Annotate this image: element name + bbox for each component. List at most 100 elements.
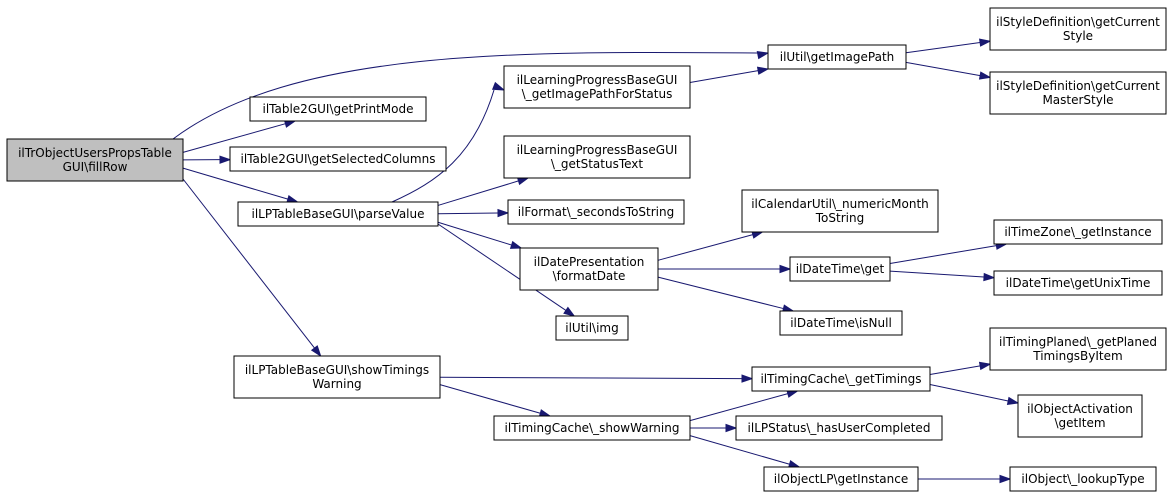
node-box [789, 256, 891, 282]
node-has-user-completed[interactable]: ilLPStatus\_hasUserCompleted [735, 415, 943, 441]
arrowhead [497, 208, 510, 218]
node-label: ToString [815, 211, 864, 225]
node-dt-is-null[interactable]: ilDateTime\isNull [779, 310, 903, 336]
node-box [993, 270, 1163, 296]
edge-show-warning-to-has-user-completed [690, 423, 738, 433]
arrowhead [725, 423, 738, 433]
edge-line [182, 123, 286, 153]
edge-parse-value-to-seconds-to-string [437, 208, 510, 218]
node-box [989, 327, 1167, 371]
node-label: ilTimingPlaned\_getPlaned [999, 335, 1157, 349]
node-label: ilLPStatus\_hasUserCompleted [748, 421, 931, 435]
node-format-date[interactable]: ilDatePresentation\formatDate [519, 247, 659, 291]
node-box [751, 366, 931, 392]
node-box [993, 219, 1163, 245]
edge-get-image-path-to-get-current-style [905, 38, 992, 54]
edge-get-image-path-for-status-to-get-image-path [689, 66, 770, 83]
node-box [233, 355, 441, 399]
node-img[interactable]: ilUtil\img [555, 315, 629, 341]
node-olp-get-instance[interactable]: ilObjectLP\getInstance [763, 466, 919, 492]
edge-olp-get-instance-to-lookup-type [918, 474, 1012, 484]
node-get-unix-time[interactable]: ilDateTime\getUnixTime [993, 270, 1163, 296]
arrowhead [756, 66, 770, 75]
node-tz-get-instance[interactable]: ilTimeZone\_getInstance [993, 219, 1163, 245]
edges-layer [172, 38, 1020, 484]
node-label: GUI\fillRow [63, 160, 128, 174]
edge-line [689, 435, 790, 465]
node-label: ilUtil\img [565, 321, 619, 335]
arrowhead [979, 38, 992, 47]
node-label: Style [1063, 29, 1093, 43]
node-label: ilLPTableBaseGUI\showTimings [245, 363, 429, 377]
arrowhead [978, 71, 992, 80]
edge-get-image-path-to-get-current-master-style [905, 61, 992, 80]
node-box [735, 415, 943, 441]
edge-line [437, 221, 512, 246]
edge-dt-get-to-get-unix-time [889, 270, 996, 282]
node-label: \_getImagePathForStatus [522, 87, 673, 101]
edge-fill-row-to-parse-value [182, 167, 299, 204]
node-label: MasterStyle [1042, 93, 1113, 107]
arrowhead [999, 474, 1012, 484]
arrowhead [491, 81, 506, 91]
node-show-warning[interactable]: ilTimingCache\_showWarning [493, 415, 691, 441]
edge-parse-value-to-img [437, 223, 576, 317]
edge-show-warning-to-get-timings [689, 389, 799, 422]
edge-line [182, 178, 315, 349]
node-get-status-text[interactable]: ilLearningProgressBaseGUI\_getStatusText [503, 135, 691, 179]
edge-line [889, 245, 997, 264]
node-dt-get[interactable]: ilDateTime\get [789, 256, 891, 282]
node-parse-value[interactable]: ilLPTableBaseGUI\parseValue [237, 201, 439, 227]
arrowhead [1006, 396, 1020, 405]
node-box [767, 44, 907, 70]
edge-format-date-to-numeric-month-to-string [657, 230, 764, 261]
node-label: \_getStatusText [551, 157, 644, 171]
node-lookup-type[interactable]: ilObject\_lookupType [1009, 466, 1157, 492]
node-box [519, 247, 659, 291]
edge-line [905, 42, 981, 54]
edge-fill-row-to-get-image-path [172, 50, 770, 140]
node-label: ilTable2GUI\getSelectedColumns [241, 152, 436, 166]
node-label: ilDateTime\isNull [790, 316, 892, 330]
edge-get-timings-to-get-planed-timings [929, 361, 992, 375]
edge-parse-value-to-get-image-path-for-status [391, 81, 506, 203]
node-label: ilDatePresentation [534, 255, 645, 269]
node-label: Warning [312, 377, 361, 391]
edge-dt-get-to-tz-get-instance [889, 241, 1008, 264]
node-oa-get-item[interactable]: ilObjectActivation\getItem [1017, 394, 1143, 438]
node-label: ilTimeZone\_getInstance [1004, 225, 1151, 239]
node-get-image-path-for-status[interactable]: ilLearningProgressBaseGUI\_getImagePathF… [503, 65, 691, 109]
edge-parse-value-to-get-status-text [437, 177, 530, 206]
arrowhead [563, 306, 576, 317]
edge-line [437, 180, 519, 206]
node-box [493, 415, 691, 441]
edge-line [182, 167, 289, 200]
node-box [229, 146, 447, 172]
node-label: ilTimingCache\_getTimings [760, 372, 921, 386]
node-label: ilObject\_lookupType [1021, 472, 1144, 486]
edge-line [439, 376, 743, 380]
node-label: ilUtil\getImagePath [780, 50, 895, 64]
node-seconds-to-string[interactable]: ilFormat\_secondsToString [507, 199, 685, 225]
node-get-print-mode[interactable]: ilTable2GUI\getPrintMode [249, 96, 427, 122]
node-label: ilStyleDefinition\getCurrent [996, 79, 1160, 93]
edge-line [689, 393, 788, 422]
node-box [249, 96, 427, 122]
edge-parse-value-to-format-date [437, 221, 523, 249]
node-get-timings[interactable]: ilTimingCache\_getTimings [751, 366, 931, 392]
node-label: ilLPTableBaseGUI\parseValue [252, 207, 425, 221]
node-box [1017, 394, 1143, 438]
node-get-image-path[interactable]: ilUtil\getImagePath [767, 44, 907, 70]
arrowhead [779, 264, 792, 274]
node-box [1009, 466, 1157, 492]
arrowhead [516, 177, 530, 186]
node-get-selected-columns[interactable]: ilTable2GUI\getSelectedColumns [229, 146, 447, 172]
node-label: ilTable2GUI\getPrintMode [262, 102, 413, 116]
